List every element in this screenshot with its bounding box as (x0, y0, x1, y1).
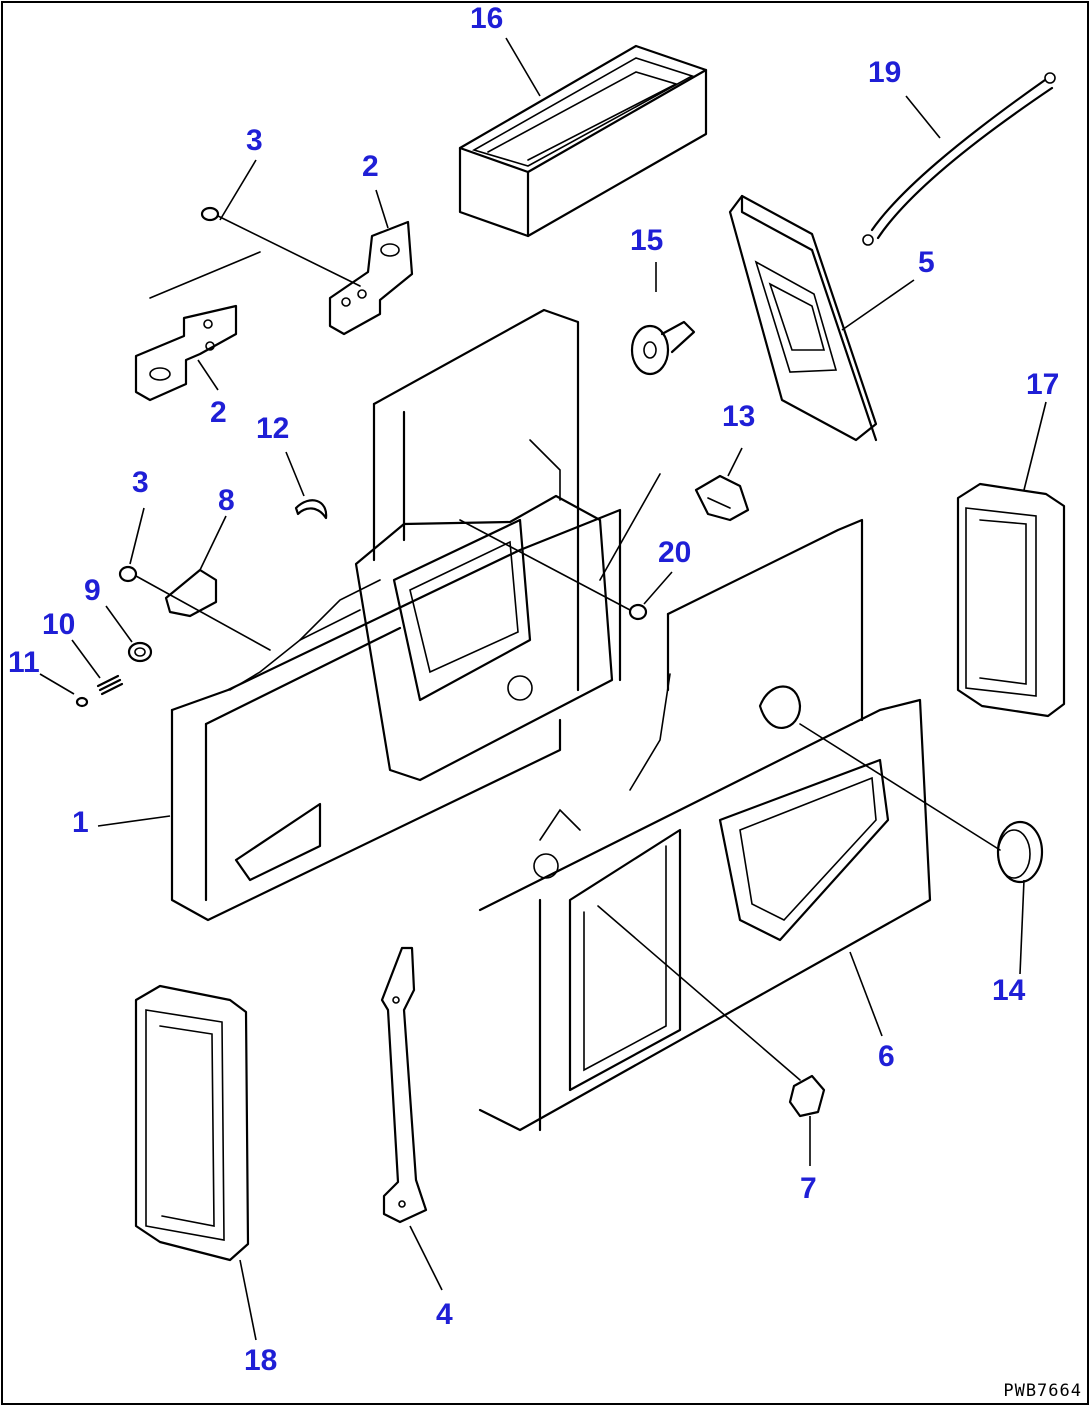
callout-13: 13 (722, 400, 755, 433)
part-4-bracket-strip (380, 946, 428, 1224)
leader-12 (285, 451, 305, 497)
leader-16 (505, 37, 541, 97)
part-10-spring (96, 674, 124, 696)
callout-6: 6 (878, 1040, 895, 1073)
leader-8 (199, 515, 227, 571)
part-6-housing-right (478, 518, 1001, 1132)
callout-19: 19 (868, 56, 901, 89)
part-9-washer (127, 641, 153, 663)
part-11-pin (75, 696, 89, 708)
part-1-housing-left (170, 308, 622, 922)
leader-5 (841, 279, 915, 331)
leader-2-upper (375, 189, 389, 229)
callout-10: 10 (42, 608, 75, 641)
callout-12: 12 (256, 412, 289, 445)
part-3-screw-upper (200, 206, 361, 287)
callout-20: 20 (658, 536, 691, 569)
callout-5: 5 (918, 246, 935, 279)
callout-17: 17 (1026, 368, 1059, 401)
leader-14 (1019, 879, 1025, 975)
part-18-seal-frame (134, 984, 250, 1262)
part-15-grommet (630, 320, 696, 376)
callout-3-upper: 3 (246, 124, 263, 157)
callout-14: 14 (992, 974, 1026, 1007)
callout-16: 16 (470, 2, 503, 35)
callout-11: 11 (8, 646, 40, 679)
part-7-nut (788, 1074, 826, 1118)
part-12-clip (294, 499, 328, 520)
drawing-code: PWB7664 (1003, 1381, 1082, 1401)
callout-2-upper: 2 (362, 150, 379, 183)
callout-8: 8 (218, 484, 235, 517)
callout-3-lower: 3 (132, 466, 149, 499)
leader-10 (71, 639, 101, 679)
callout-9: 9 (84, 574, 101, 607)
part-19-rod (862, 72, 1056, 246)
callout-4: 4 (436, 1298, 453, 1331)
part-14-cap (996, 820, 1044, 884)
leader-17 (1023, 401, 1047, 491)
callout-18: 18 (244, 1344, 277, 1377)
part-2-bracket-upper (328, 220, 414, 336)
leader-20 (643, 571, 673, 605)
leader-1 (97, 815, 171, 827)
leader-18 (239, 1259, 257, 1341)
callout-1: 1 (72, 806, 89, 839)
part-17-seal-frame (956, 482, 1066, 718)
callout-labels: 16 19 5 3 2 2 15 13 12 3 8 20 9 10 11 17… (8, 2, 1059, 1377)
leader-13 (727, 447, 743, 477)
leader-6 (849, 951, 883, 1037)
part-3-screw-lower (118, 565, 271, 651)
leader-9 (105, 605, 133, 643)
part-2-bracket-lower (134, 251, 261, 402)
part-13-clip (599, 473, 750, 581)
part-16-duct-box (458, 44, 708, 238)
leader-2-lower (197, 359, 219, 391)
part-20-nut (459, 519, 648, 621)
callout-7: 7 (800, 1172, 817, 1205)
callout-2-lower: 2 (210, 396, 227, 429)
callout-15: 15 (630, 224, 663, 257)
leader-3-upper (219, 159, 257, 221)
leader-3-lower (129, 507, 145, 565)
leader-19 (905, 95, 941, 139)
leader-lines (39, 37, 1047, 1341)
part-8-bracket (164, 568, 218, 618)
part-5-panel (728, 194, 878, 442)
leader-11 (39, 673, 75, 695)
leader-4 (409, 1225, 443, 1291)
